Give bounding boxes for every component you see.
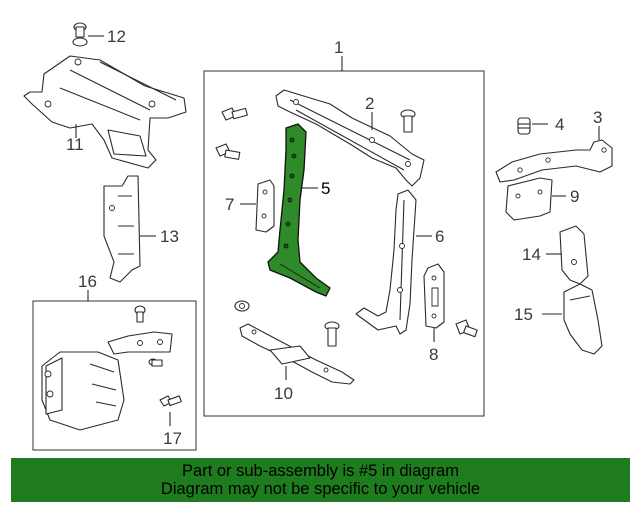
callout-13: 13 — [160, 227, 179, 246]
part-6-side-panel[interactable] — [355, 189, 432, 335]
bolt-upper-left — [221, 107, 248, 121]
part-10-lower-support[interactable] — [239, 323, 355, 385]
part-13-side-bracket[interactable] — [103, 175, 156, 283]
callout-17: 17 — [163, 429, 182, 448]
callout-14: 14 — [522, 245, 541, 264]
part-7-small-bracket[interactable] — [240, 179, 275, 233]
bolt-mid-left — [215, 143, 241, 160]
callout-1: 1 — [334, 38, 343, 57]
part-11-upper-bracket[interactable] — [23, 55, 187, 169]
part-5-center-support[interactable] — [267, 123, 331, 297]
assembly-1-frame — [203, 70, 485, 417]
part-14-bracket[interactable] — [546, 225, 589, 285]
callout-4: 4 — [555, 115, 564, 134]
part-3-right-support[interactable] — [495, 126, 613, 183]
callout-16: 16 — [78, 272, 97, 291]
callout-3: 3 — [593, 108, 602, 127]
callout-6: 6 — [435, 227, 444, 246]
callout-9: 9 — [570, 187, 579, 206]
callout-8: 8 — [429, 345, 438, 364]
part-16-sensor-assembly[interactable] — [41, 290, 173, 431]
callout-15: 15 — [514, 305, 533, 324]
part-12-clip[interactable] — [72, 22, 104, 47]
part-4-cushion[interactable] — [517, 117, 548, 135]
nut-lower-left — [234, 300, 250, 312]
part-2-upper-support[interactable] — [275, 89, 425, 187]
callout-7: 7 — [225, 195, 234, 214]
part-9-bracket[interactable] — [505, 177, 566, 221]
bolt-right — [455, 319, 478, 338]
part-17-bolt[interactable] — [159, 395, 182, 426]
part-8-side-bracket[interactable] — [423, 263, 445, 342]
banner-line-part: Part or sub-assembly is #5 in diagram — [182, 462, 459, 480]
callout-11: 11 — [66, 135, 84, 154]
callout-10: 10 — [274, 384, 293, 403]
part-15-cover[interactable] — [542, 283, 603, 355]
callout-5: 5 — [321, 179, 330, 198]
bolt-lower-center — [324, 321, 340, 347]
banner-line-disclaimer: Diagram may not be specific to your vehi… — [160, 480, 481, 498]
callout-2: 2 — [365, 94, 374, 113]
part-notice-banner: Part or sub-assembly is #5 in diagram Di… — [11, 458, 630, 502]
bolt-upper-right — [400, 109, 416, 133]
callout-12: 12 — [107, 27, 126, 46]
assembly-16-frame — [32, 300, 197, 451]
